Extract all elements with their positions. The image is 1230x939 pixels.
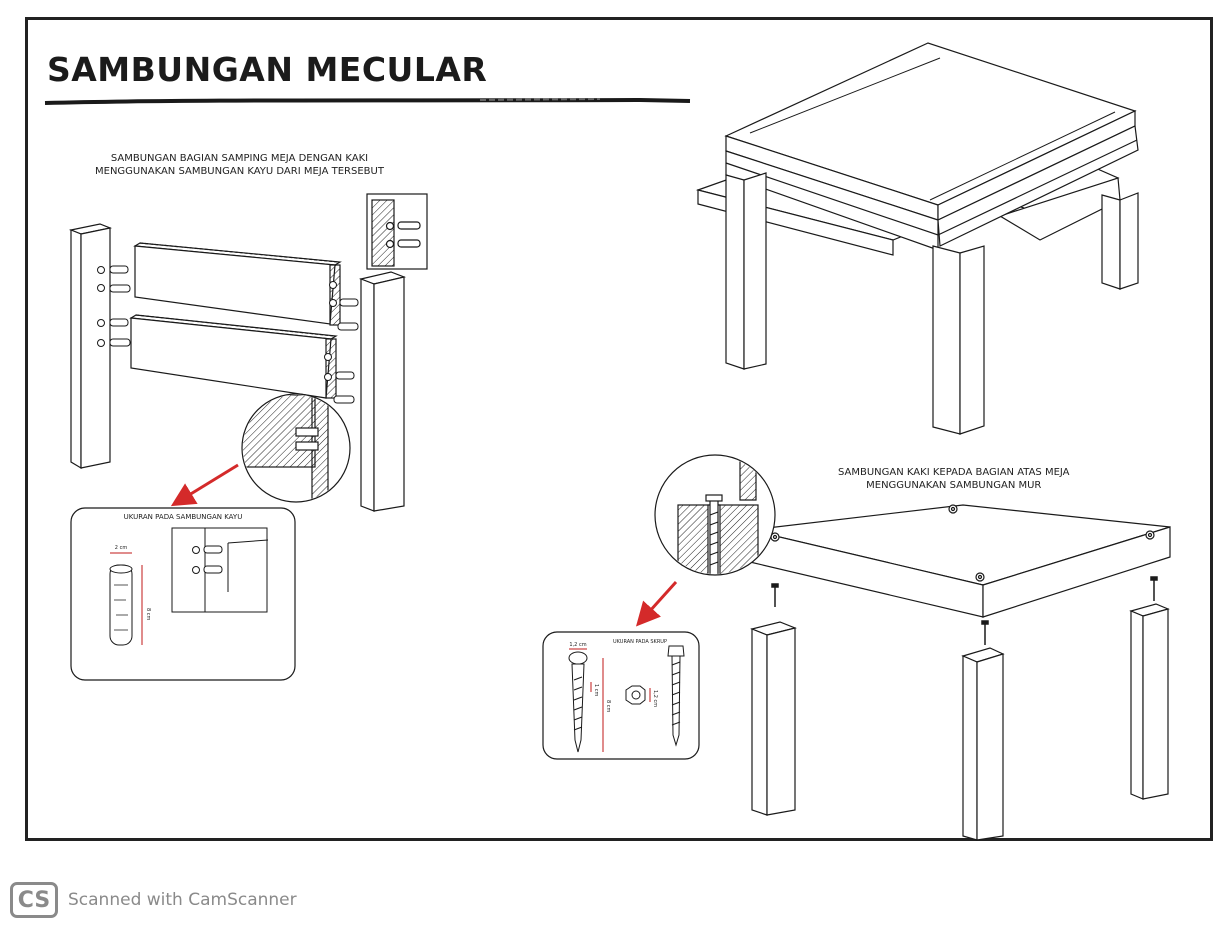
dowel-width-label: 2 cm xyxy=(115,545,128,551)
left-red-arrow xyxy=(170,463,239,507)
lower-side-rail xyxy=(129,314,338,399)
screw-length-label: 8 cm xyxy=(605,700,611,713)
camscanner-logo: CS xyxy=(10,882,58,918)
rail-dowels-right xyxy=(324,281,359,404)
title-underline xyxy=(44,97,691,105)
left-caption-line1: SAMBUNGAN BAGIAN SAMPING MEJA DENGAN KAK… xyxy=(110,153,369,164)
table-legs-exploded xyxy=(750,603,1170,841)
camscanner-text: Scanned with CamScanner xyxy=(68,890,297,910)
right-caption: SAMBUNGAN KAKI KEPADA BAGIAN ATAS MEJA M… xyxy=(838,466,1070,492)
screw-head-label: 1,2 cm xyxy=(569,642,586,648)
dowel-length-label: 8 cm xyxy=(145,608,151,621)
right-caption-line1: SAMBUNGAN KAKI KEPADA BAGIAN ATAS MEJA xyxy=(838,467,1070,478)
screw-thread-label: 1 cm xyxy=(593,684,599,697)
left-leg-dowels xyxy=(97,265,131,347)
page-title: SAMBUNGAN MECULAR xyxy=(47,50,488,89)
leg-top-detail xyxy=(366,193,428,270)
joint-detail-circle xyxy=(241,393,351,503)
screw-detail-circle xyxy=(654,454,776,576)
table-top-exploded xyxy=(749,504,1171,618)
left-leg xyxy=(68,223,113,470)
upper-side-rail xyxy=(133,242,342,326)
right-leg xyxy=(358,271,407,512)
camscanner-watermark: CS Scanned with CamScanner xyxy=(10,880,297,920)
dowel-box-heading: UKURAN PADA SAMBUNGAN KAYU xyxy=(124,513,243,521)
screw-size-box: UKURAN PADA SKRUP 1,2 cm 8 cm 1 cm 1,2 c… xyxy=(542,631,700,760)
dowel-size-box: UKURAN PADA SAMBUNGAN KAYU 2 cm 8 cm xyxy=(70,507,296,681)
right-caption-line2: MENGGUNAKAN SAMBUNGAN MUR xyxy=(866,480,1042,491)
screw-box-heading: UKURAN PADA SKRUP xyxy=(613,639,667,645)
left-caption: SAMBUNGAN BAGIAN SAMPING MEJA DENGAN KAK… xyxy=(95,152,384,178)
right-red-arrow xyxy=(635,580,678,627)
assembled-table xyxy=(695,42,1139,435)
nut-label: 1,2 cm xyxy=(652,690,658,707)
left-caption-line2: MENGGUNAKAN SAMBUNGAN KAYU DARI MEJA TER… xyxy=(95,166,384,177)
table-screws xyxy=(771,576,1158,645)
